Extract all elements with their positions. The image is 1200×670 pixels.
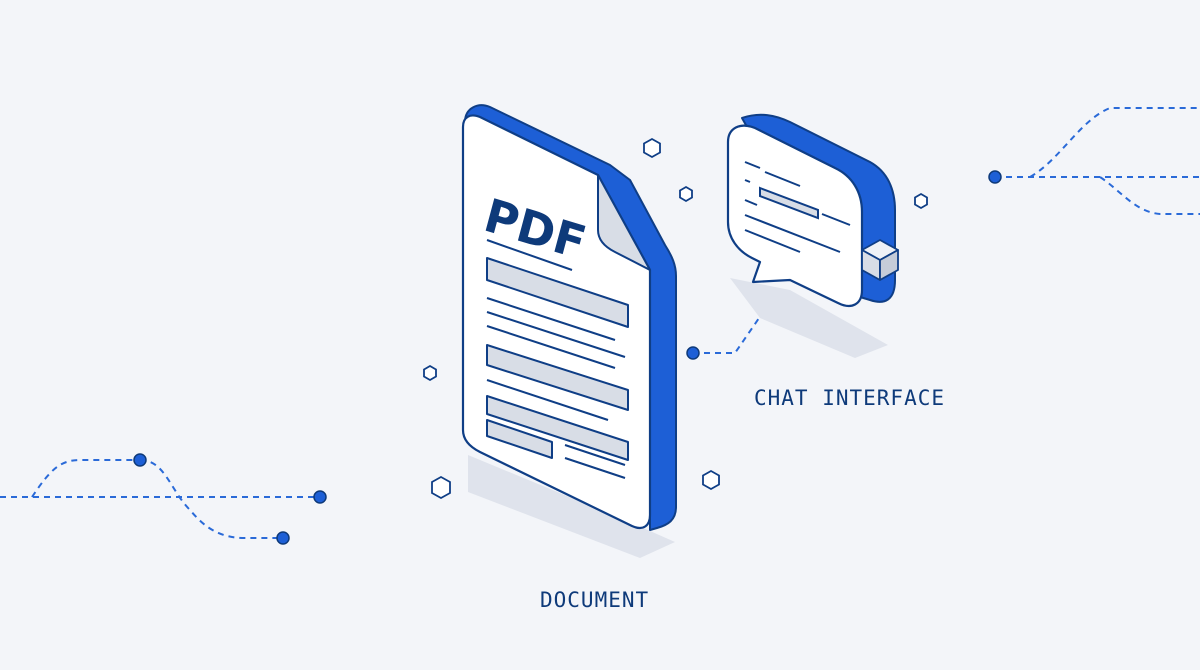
right-line-upper-branch (1029, 107, 1200, 178)
document-text-line (486, 379, 609, 421)
pdf-document-icon: PDF (461, 104, 677, 558)
document-highlight-bar (486, 395, 629, 461)
hexagon-icon (423, 364, 437, 382)
left-line-lower-branch (139, 459, 283, 539)
document-text-line (564, 444, 626, 466)
chat-text-line (744, 199, 758, 206)
document-highlight-bar (486, 419, 553, 459)
floating-hexagons (423, 137, 928, 500)
document-side (464, 104, 677, 531)
connector-node (133, 453, 147, 467)
chat-text-line (821, 213, 851, 226)
chat-highlight-bar (759, 186, 819, 220)
right-line-lower-branch (1099, 176, 1200, 215)
document-highlight-bar (486, 257, 629, 328)
left-connector-nodes (133, 453, 327, 545)
document-chat-connector (693, 304, 769, 354)
chat-bubble-lines (744, 161, 851, 253)
left-connector-lines (0, 459, 320, 539)
chat-bubble-shadow (730, 278, 888, 358)
connector-node (313, 490, 327, 504)
chat-bubble-front (726, 124, 864, 307)
hexagon-icon (643, 137, 661, 159)
right-connector-lines (995, 107, 1200, 215)
document-text-line (486, 325, 616, 369)
connector-node (686, 346, 700, 360)
document-text-line (486, 311, 626, 358)
document-content (486, 239, 629, 479)
chat-text-line (764, 171, 801, 187)
document-highlight-bar (486, 344, 629, 411)
cube-icon (861, 239, 899, 281)
hexagon-icon (914, 192, 928, 210)
document-folded-corner (597, 174, 651, 271)
hexagon-icon (431, 475, 451, 500)
connector-node (988, 170, 1002, 184)
chat-interface-caption: CHAT INTERFACE (754, 386, 945, 410)
hexagon-icon (679, 185, 693, 203)
chat-text-line (744, 179, 751, 183)
chat-text-line (744, 214, 841, 253)
chat-text-line (744, 229, 801, 253)
document-text-line (486, 297, 616, 341)
left-line-upper-branch (31, 459, 140, 498)
hexagon-icon (702, 469, 720, 491)
chat-text-line (744, 161, 761, 169)
document-text-line (486, 239, 573, 271)
chat-bubble-icon (726, 113, 899, 358)
document-caption: DOCUMENT (540, 588, 649, 612)
document-text-line (564, 457, 626, 479)
document-shadow (468, 455, 675, 558)
connector-node (276, 531, 290, 545)
